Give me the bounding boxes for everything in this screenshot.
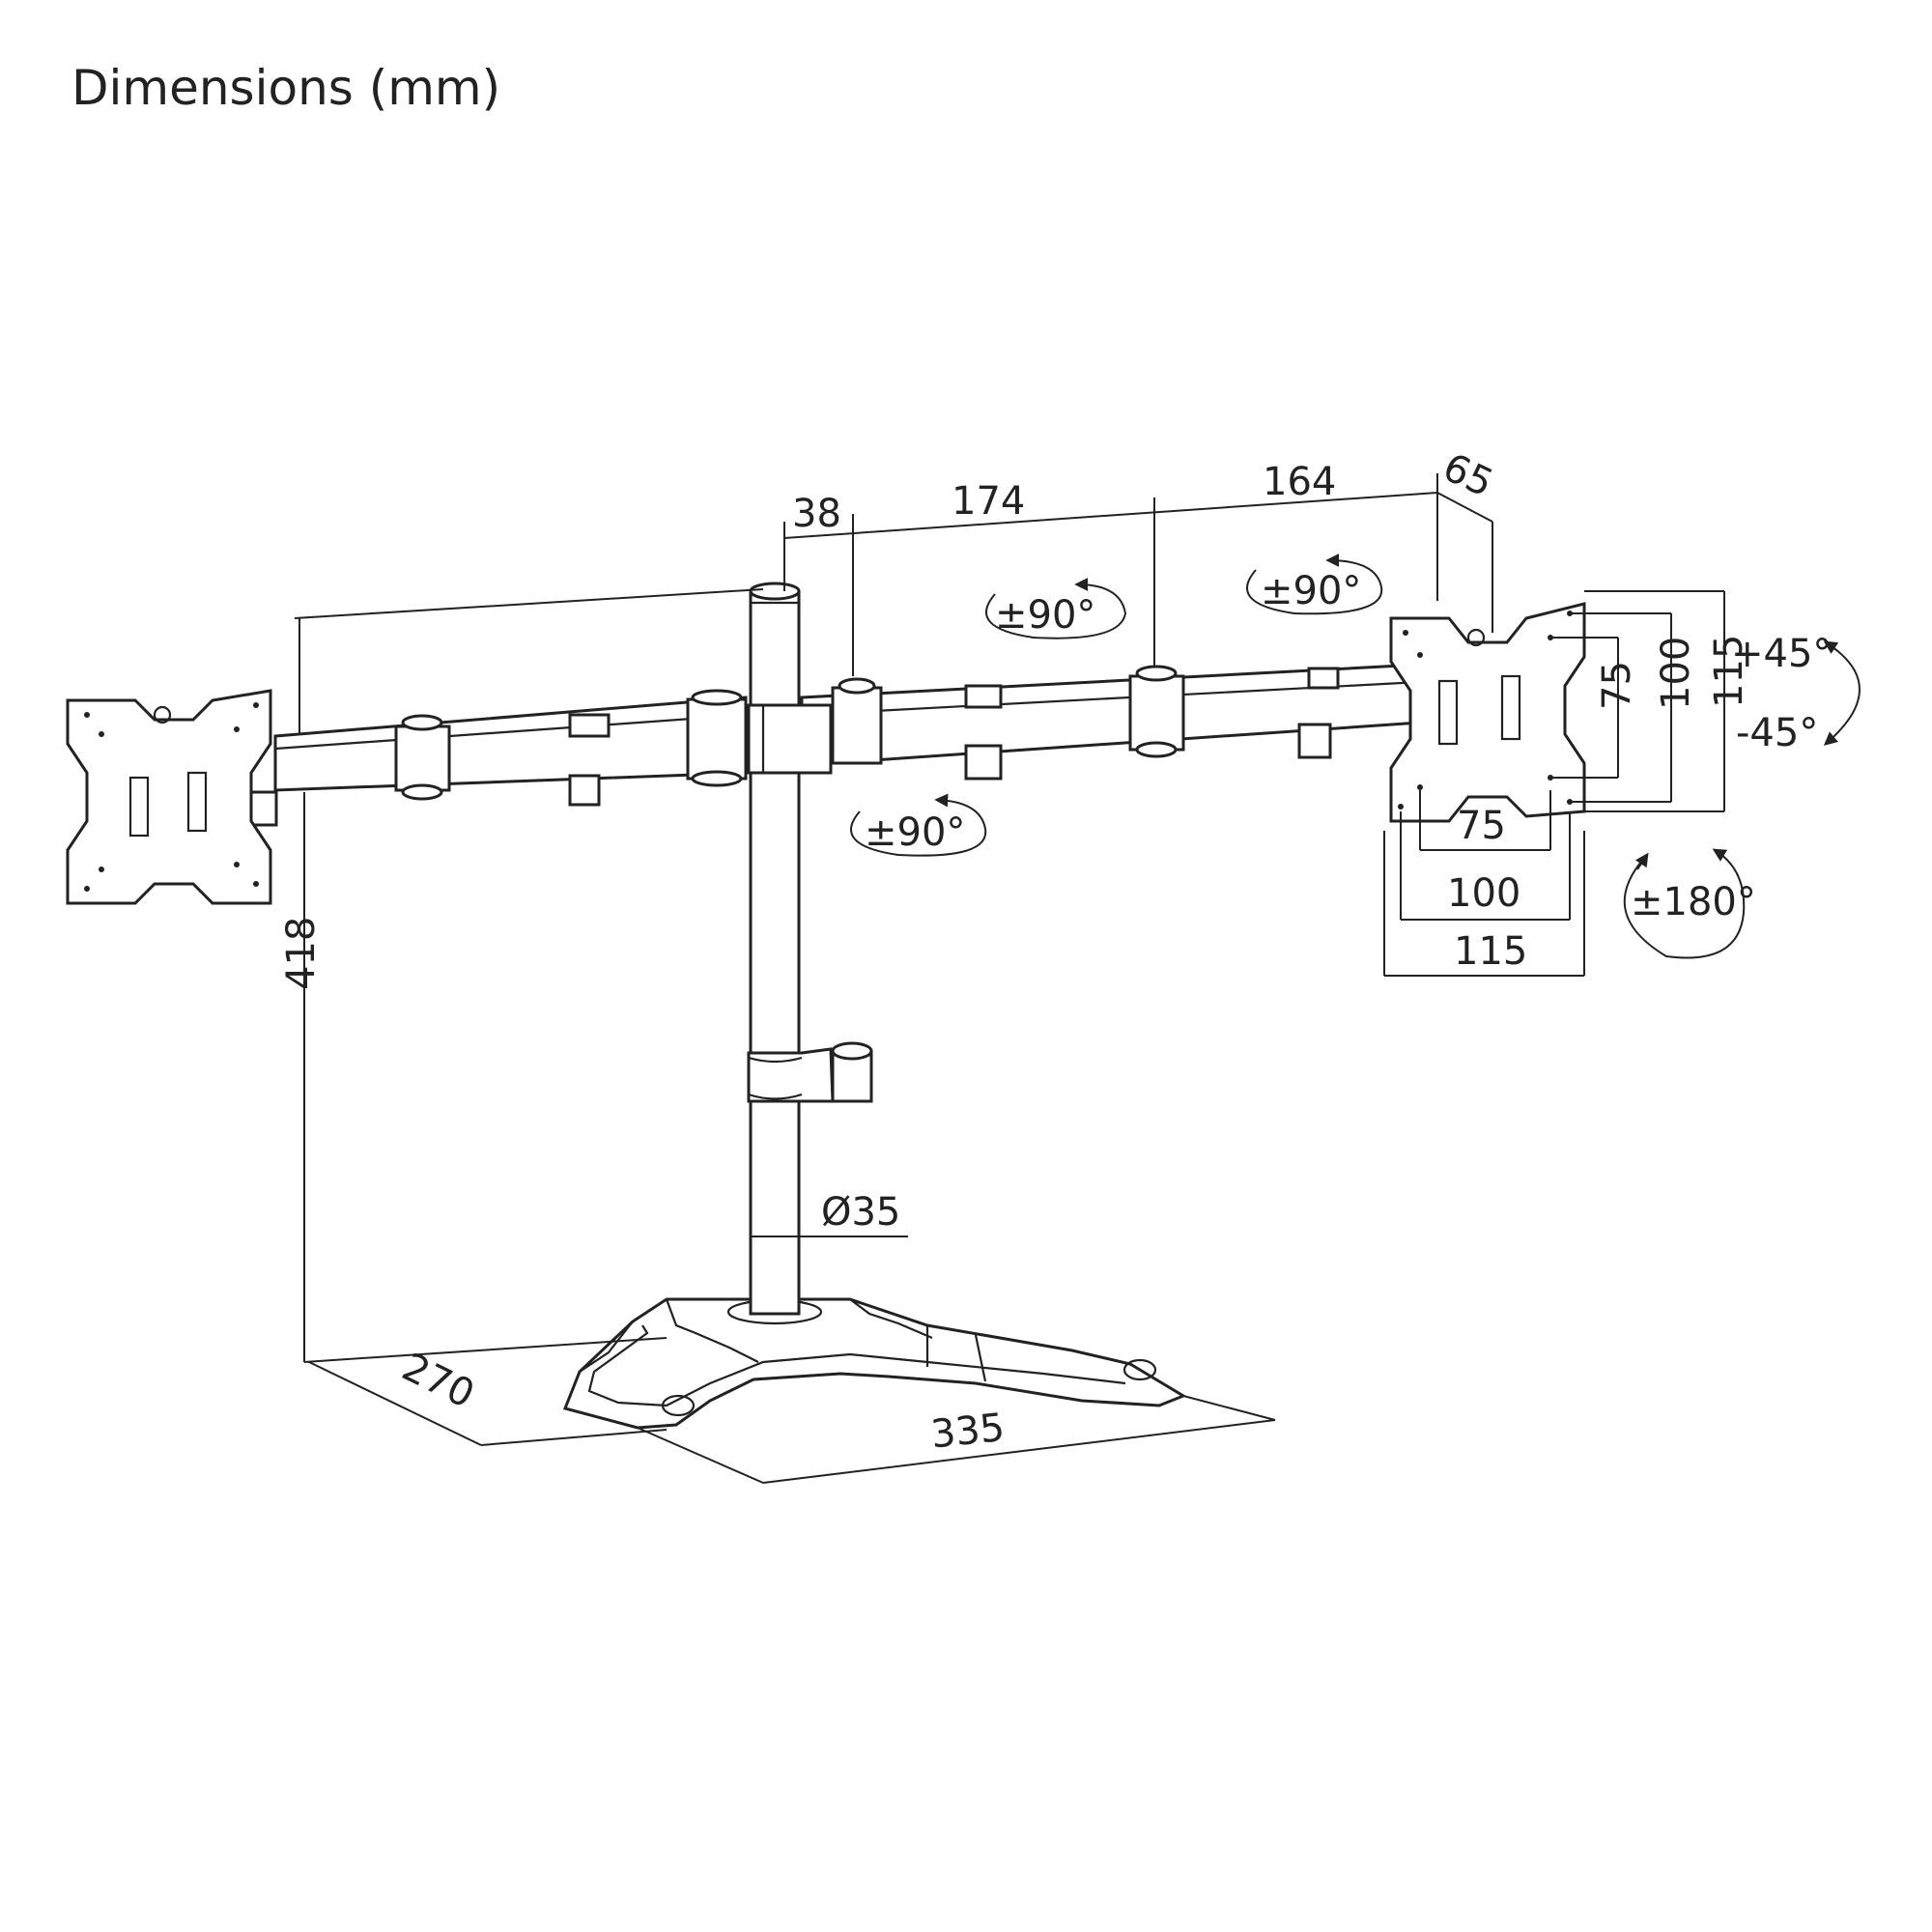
label-swivel-outer: ±90°: [995, 593, 1095, 638]
cable-clip: [747, 1041, 873, 1103]
left-arm: [245, 689, 748, 827]
rotation-indicators: [850, 554, 1861, 959]
label-post-offset: 38: [792, 492, 841, 536]
label-swivel-inner: ±90°: [865, 810, 965, 855]
label-tilt-up: +45°: [1731, 632, 1832, 676]
rotation-labels: ±90° ±90° ±90° +45° -45° ±180°: [865, 569, 1832, 924]
label-inner-arm: 174: [952, 479, 1025, 524]
label-base-width: 335: [928, 1406, 1007, 1458]
label-vesa-v-large: 115: [1707, 635, 1751, 708]
right-vesa-plate: [1389, 602, 1586, 823]
page-title: Dimensions (mm): [71, 60, 501, 116]
label-height: 418: [279, 917, 324, 990]
label-rotate: ±180°: [1631, 880, 1756, 924]
label-swivel-middle: ±90°: [1261, 569, 1361, 613]
label-pole-diameter: Ø35: [821, 1190, 900, 1235]
label-vesa-h-large: 115: [1454, 929, 1527, 974]
label-vesa-h-medium: 100: [1447, 871, 1520, 916]
right-arm: [747, 663, 1422, 781]
stand-base: [562, 1297, 1187, 1430]
pole: [749, 582, 801, 1316]
label-tilt-down: -45°: [1736, 711, 1818, 755]
label-vesa-v-medium: 100: [1654, 637, 1698, 710]
label-outer-arm: 164: [1263, 460, 1336, 504]
label-vesa-v-small: 75: [1595, 661, 1639, 710]
label-vesa-h-small: 75: [1457, 804, 1506, 848]
dimension-lines: [294, 473, 1725, 1484]
left-vesa-plate: [66, 689, 272, 905]
